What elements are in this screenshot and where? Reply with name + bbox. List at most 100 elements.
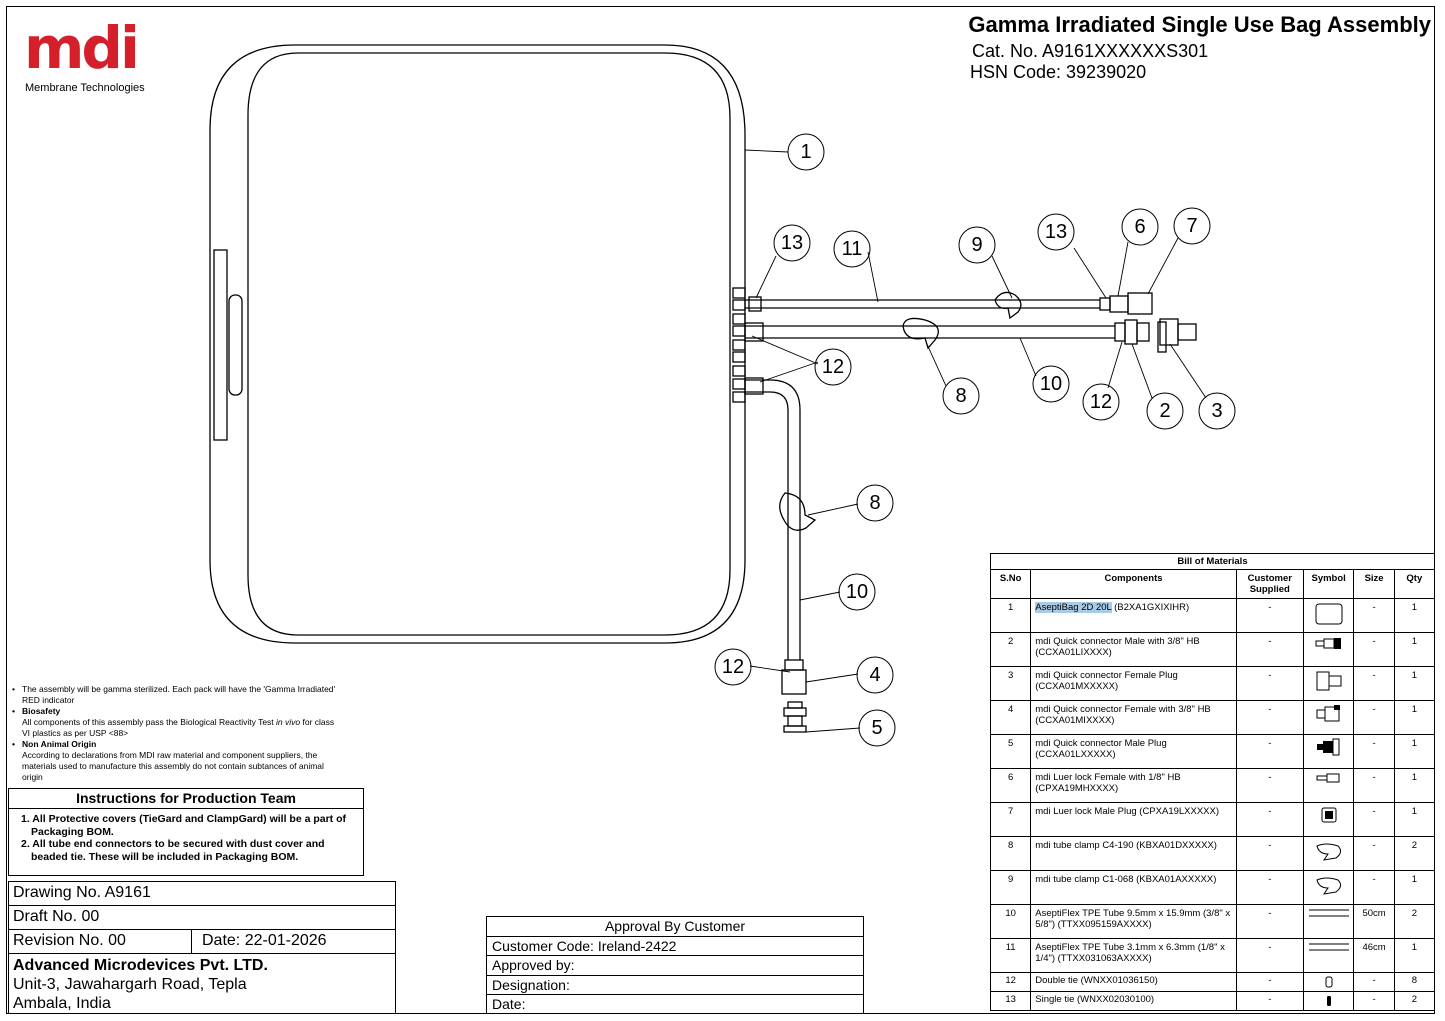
callout-9: 9 [971,234,982,256]
approval-title: Approval By Customer [487,917,863,937]
nao-text: According to declarations from MDI raw m… [22,750,324,782]
leader-lines [744,149,1207,733]
bom-customer-supplied: - [1235,991,1304,1011]
component-name: Double tie (WNXX01036150) [1035,975,1158,986]
component-name: AseptiFlex TPE Tube 9.5mm x 15.9mm (3/8"… [1035,908,1231,930]
revision-row: Revision No. 00 Date: 22-01-2026 [9,930,395,954]
bom-size: - [1353,700,1395,735]
bom-component: AseptiFlex TPE Tube 3.1mm x 6.3mm (1/8" … [1030,938,1237,973]
biosafety-text: All components of this assembly pass the… [22,717,335,738]
luer-female-icon [1308,772,1350,784]
bom-symbol [1302,700,1355,735]
callout-13: 13 [1045,221,1067,243]
bom-customer-supplied: - [1235,598,1304,633]
bom-sno: 12 [989,972,1032,992]
bag-symbol-icon [1308,602,1350,626]
component-name: AseptiFlex TPE Tube 3.1mm x 6.3mm (1/8" … [1035,942,1225,964]
nao-title: Non Animal Origin [12,739,342,750]
double-tie-icon [1308,975,1350,989]
callout-7: 7 [1186,215,1197,237]
bom-customer-supplied: - [1235,904,1304,939]
tube-10-horizontal [744,318,1197,353]
bom-size: - [1353,768,1395,803]
bom-sno: 7 [989,802,1032,837]
note-gamma: The assembly will be gamma sterilized. E… [12,684,342,706]
bom-component: mdi tube clamp C1-068 (KBXA01AXXXXX) [1030,870,1237,905]
address-line-1: Unit-3, Jawahargarh Road, Tepla [13,976,247,993]
bag-outline [209,44,746,644]
bom-qty: 8 [1393,972,1436,992]
bom-header-symbol: Symbol [1302,569,1355,599]
bom-qty: 1 [1393,870,1436,905]
callout-13: 13 [781,232,803,254]
bom-component: Single tie (WNXX02030100) [1030,991,1237,1011]
component-name: (B2XA1GXIXIHR) [1111,602,1190,613]
component-name: Single tie (WNXX02030100) [1035,994,1155,1005]
clamp-icon [1308,840,1350,864]
bom-sno: 9 [989,870,1032,905]
bom-component: AseptiFlex TPE Tube 9.5mm x 15.9mm (3/8"… [1030,904,1237,939]
approval-date: Date: [492,996,526,1012]
title-block: Drawing No. A9161 Draft No. 00 Revision … [8,881,396,1014]
component-name: mdi Quick connector Male with 3/8" HB (C… [1035,636,1200,658]
bom-size: - [1353,802,1395,837]
bom-qty: 1 [1393,632,1436,667]
bom-qty: 1 [1393,802,1436,837]
bom-component: AseptiBag 2D 20L (B2XA1GXIXIHR) [1030,598,1237,633]
component-name: mdi Luer lock Male Plug (CPXA19LXXXXX) [1035,806,1220,817]
component-name: mdi Quick connector Male Plug (CCXA01LXX… [1035,738,1167,760]
callout-4: 4 [869,664,880,686]
catalog-number: Cat. No. A9161XXXXXXS301 [972,41,1209,61]
bom-size: - [1353,972,1395,992]
bom-customer-supplied: - [1235,734,1304,769]
bom-header-size: Size [1353,569,1395,599]
bom-size: - [1353,632,1395,667]
clamp-8-vertical [779,492,817,531]
bom-symbol [1302,938,1355,973]
bom-sno: 8 [989,836,1032,871]
bom-component: mdi Luer lock Female with 1/8" HB (CPXA1… [1030,768,1237,803]
bom-sno: 1 [989,598,1032,633]
bom-qty: 1 [1393,666,1436,701]
female-connector-icon [1308,704,1350,724]
component-name: mdi Luer lock Female with 1/8" HB (CPXA1… [1035,772,1181,794]
clamp-icon [1308,874,1350,898]
bom-size: - [1353,598,1395,633]
callout-8: 8 [955,385,966,407]
notes: The assembly will be gamma sterilized. E… [12,684,342,783]
bom-header-sno: S.No [989,569,1032,599]
revision-number: Revision No. 00 [13,932,126,949]
bom-qty: 1 [1393,768,1436,803]
bom-component: mdi Quick connector Female Plug (CCXA01M… [1030,666,1237,701]
bom-size: - [1353,836,1395,871]
bom-component: mdi Luer lock Male Plug (CPXA19LXXXXX) [1030,802,1237,837]
biosafety-title: Biosafety [12,706,342,717]
male-connector-icon [1308,636,1350,650]
bom-component: mdi Quick connector Female with 3/8" HB … [1030,700,1237,735]
instructions-box: Instructions for Production Team 1. All … [8,788,364,876]
bom-customer-supplied: - [1235,938,1304,973]
company-name: Advanced Microdevices Pvt. LTD. [13,957,268,974]
bom-sno: 2 [989,632,1032,667]
component-name: mdi Quick connector Female Plug (CCXA01M… [1035,670,1178,692]
bom-sno: 10 [989,904,1032,939]
bom-symbol [1302,768,1355,803]
callout-2: 2 [1159,400,1170,422]
bom-customer-supplied: - [1235,700,1304,735]
bom-component: Double tie (WNXX01036150) [1030,972,1237,992]
bom-size: 46cm [1353,938,1395,973]
connector-5 [783,701,807,733]
callout-5: 5 [871,717,882,739]
bom-symbol [1302,802,1355,837]
